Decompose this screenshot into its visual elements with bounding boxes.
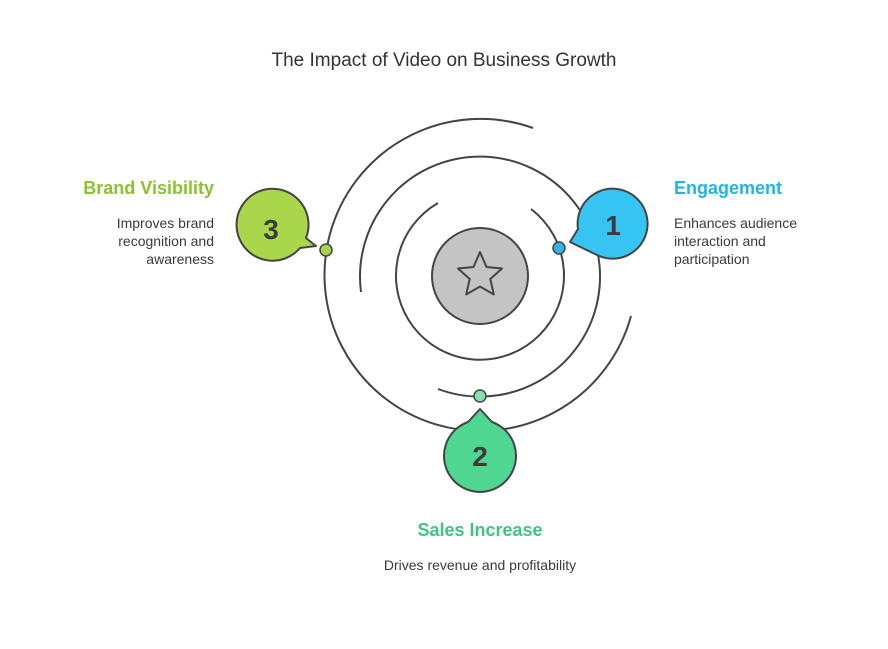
engagement-badge-number: 1	[605, 210, 621, 241]
brand-heading: Brand Visibility	[83, 178, 214, 198]
sales-badge: 2	[443, 408, 517, 493]
center-circle	[431, 227, 529, 325]
diagram-title: The Impact of Video on Business Growth	[271, 50, 617, 71]
inner-orbit-ring	[395, 202, 565, 361]
sales-description: Drives revenue and profitability	[383, 557, 577, 573]
engagement-connector-dot	[552, 241, 566, 255]
engagement-badge: 1	[569, 187, 649, 260]
engagement-description: Enhances audience interaction and partic…	[674, 215, 797, 267]
outer-orbit-ring	[323, 117, 632, 432]
brand-badge: 3	[235, 187, 317, 262]
brand-badge-number: 3	[263, 214, 279, 245]
engagement-heading: Engagement	[674, 178, 783, 198]
brand-connector-dot	[319, 243, 333, 257]
sales-badge-number: 2	[472, 441, 488, 472]
middle-orbit-ring	[359, 155, 601, 398]
brand-description: Improves brand recognition and awareness	[116, 215, 214, 267]
star-icon	[457, 251, 503, 296]
sales-connector-dot	[473, 389, 487, 403]
sales-heading: Sales Increase	[417, 520, 543, 540]
